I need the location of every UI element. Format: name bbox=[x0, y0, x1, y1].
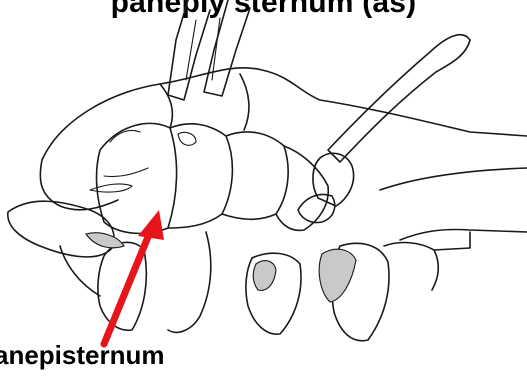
arrow-shaft bbox=[104, 232, 150, 344]
arrow-icon bbox=[138, 210, 164, 240]
anepisternum-label: anepisternum bbox=[0, 340, 165, 371]
